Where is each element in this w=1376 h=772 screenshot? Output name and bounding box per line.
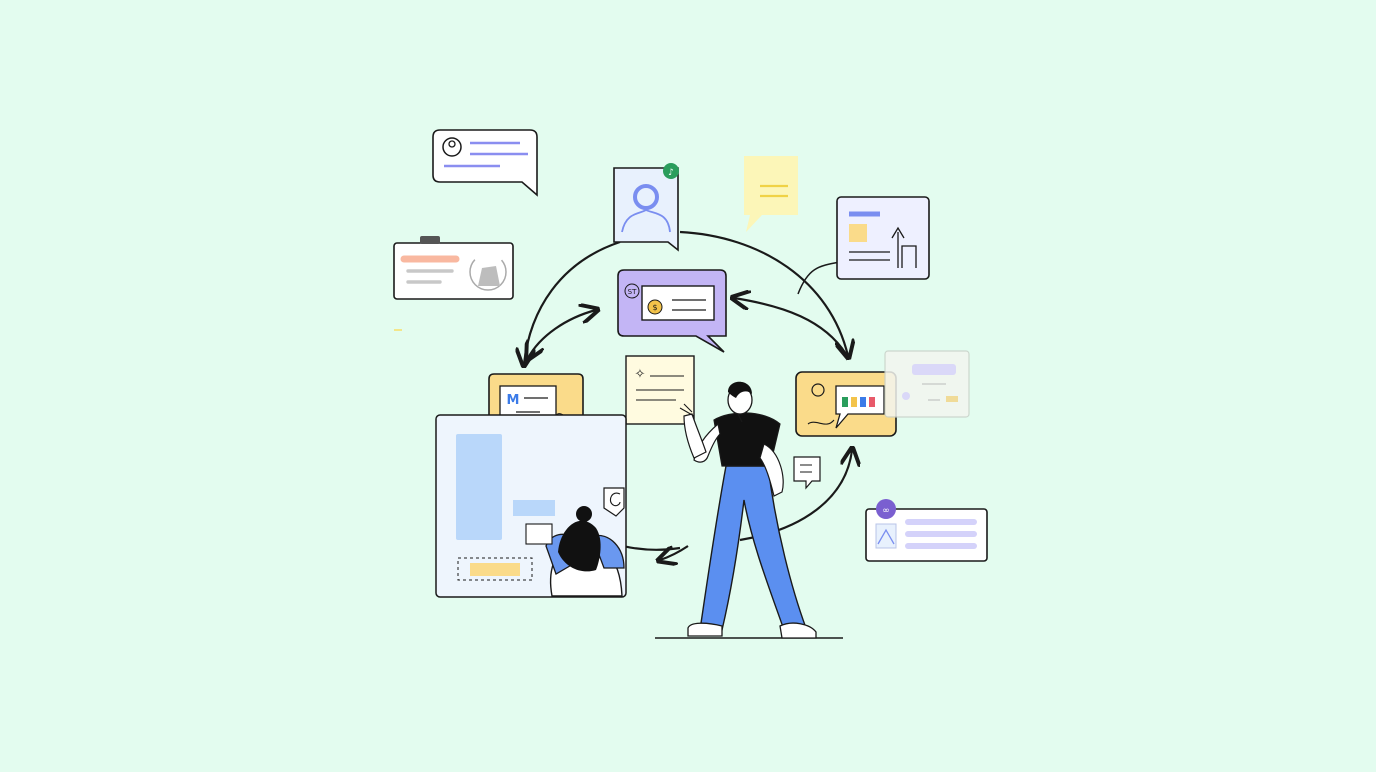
chart-document: [836, 196, 930, 280]
arrow-inner-left: [528, 310, 596, 358]
profile-card-icon: [633, 184, 659, 210]
profile-bubble-bottom-right: ∞: [865, 499, 988, 562]
seated-woman: [525, 487, 625, 597]
mail-icon: M: [507, 393, 520, 408]
sticky-note-yellow: [744, 156, 798, 232]
svg-text:♪: ♪: [668, 168, 674, 178]
id-card-left: [393, 236, 514, 300]
faded-card-right: [884, 350, 970, 418]
chart-up-icon: [891, 226, 917, 268]
money-bag-icon: $: [647, 299, 663, 315]
connector-line: [797, 261, 841, 295]
svg-text:ST: ST: [628, 288, 637, 296]
svg-text:∞: ∞: [882, 506, 890, 516]
chat-bubble-top-left: [432, 129, 538, 197]
note-icon: ✧: [635, 367, 646, 382]
notification-dot-icon: [663, 163, 679, 179]
arrow-inner-right: [734, 298, 847, 355]
arrow-top-right: [679, 230, 848, 356]
note-paper: ✧: [625, 355, 695, 425]
svg-text:$: $: [652, 303, 657, 312]
standing-man: [655, 381, 843, 639]
chat-icon: [793, 456, 821, 490]
badges-bubble: [795, 371, 897, 437]
spinner-icon: [469, 253, 507, 291]
payment-bubble: ST $: [617, 269, 727, 353]
arrow-top-left: [524, 240, 621, 364]
arrow-bottom-short: [660, 545, 689, 560]
badges-icon: [842, 397, 875, 407]
profile-card: ♪: [613, 163, 679, 252]
